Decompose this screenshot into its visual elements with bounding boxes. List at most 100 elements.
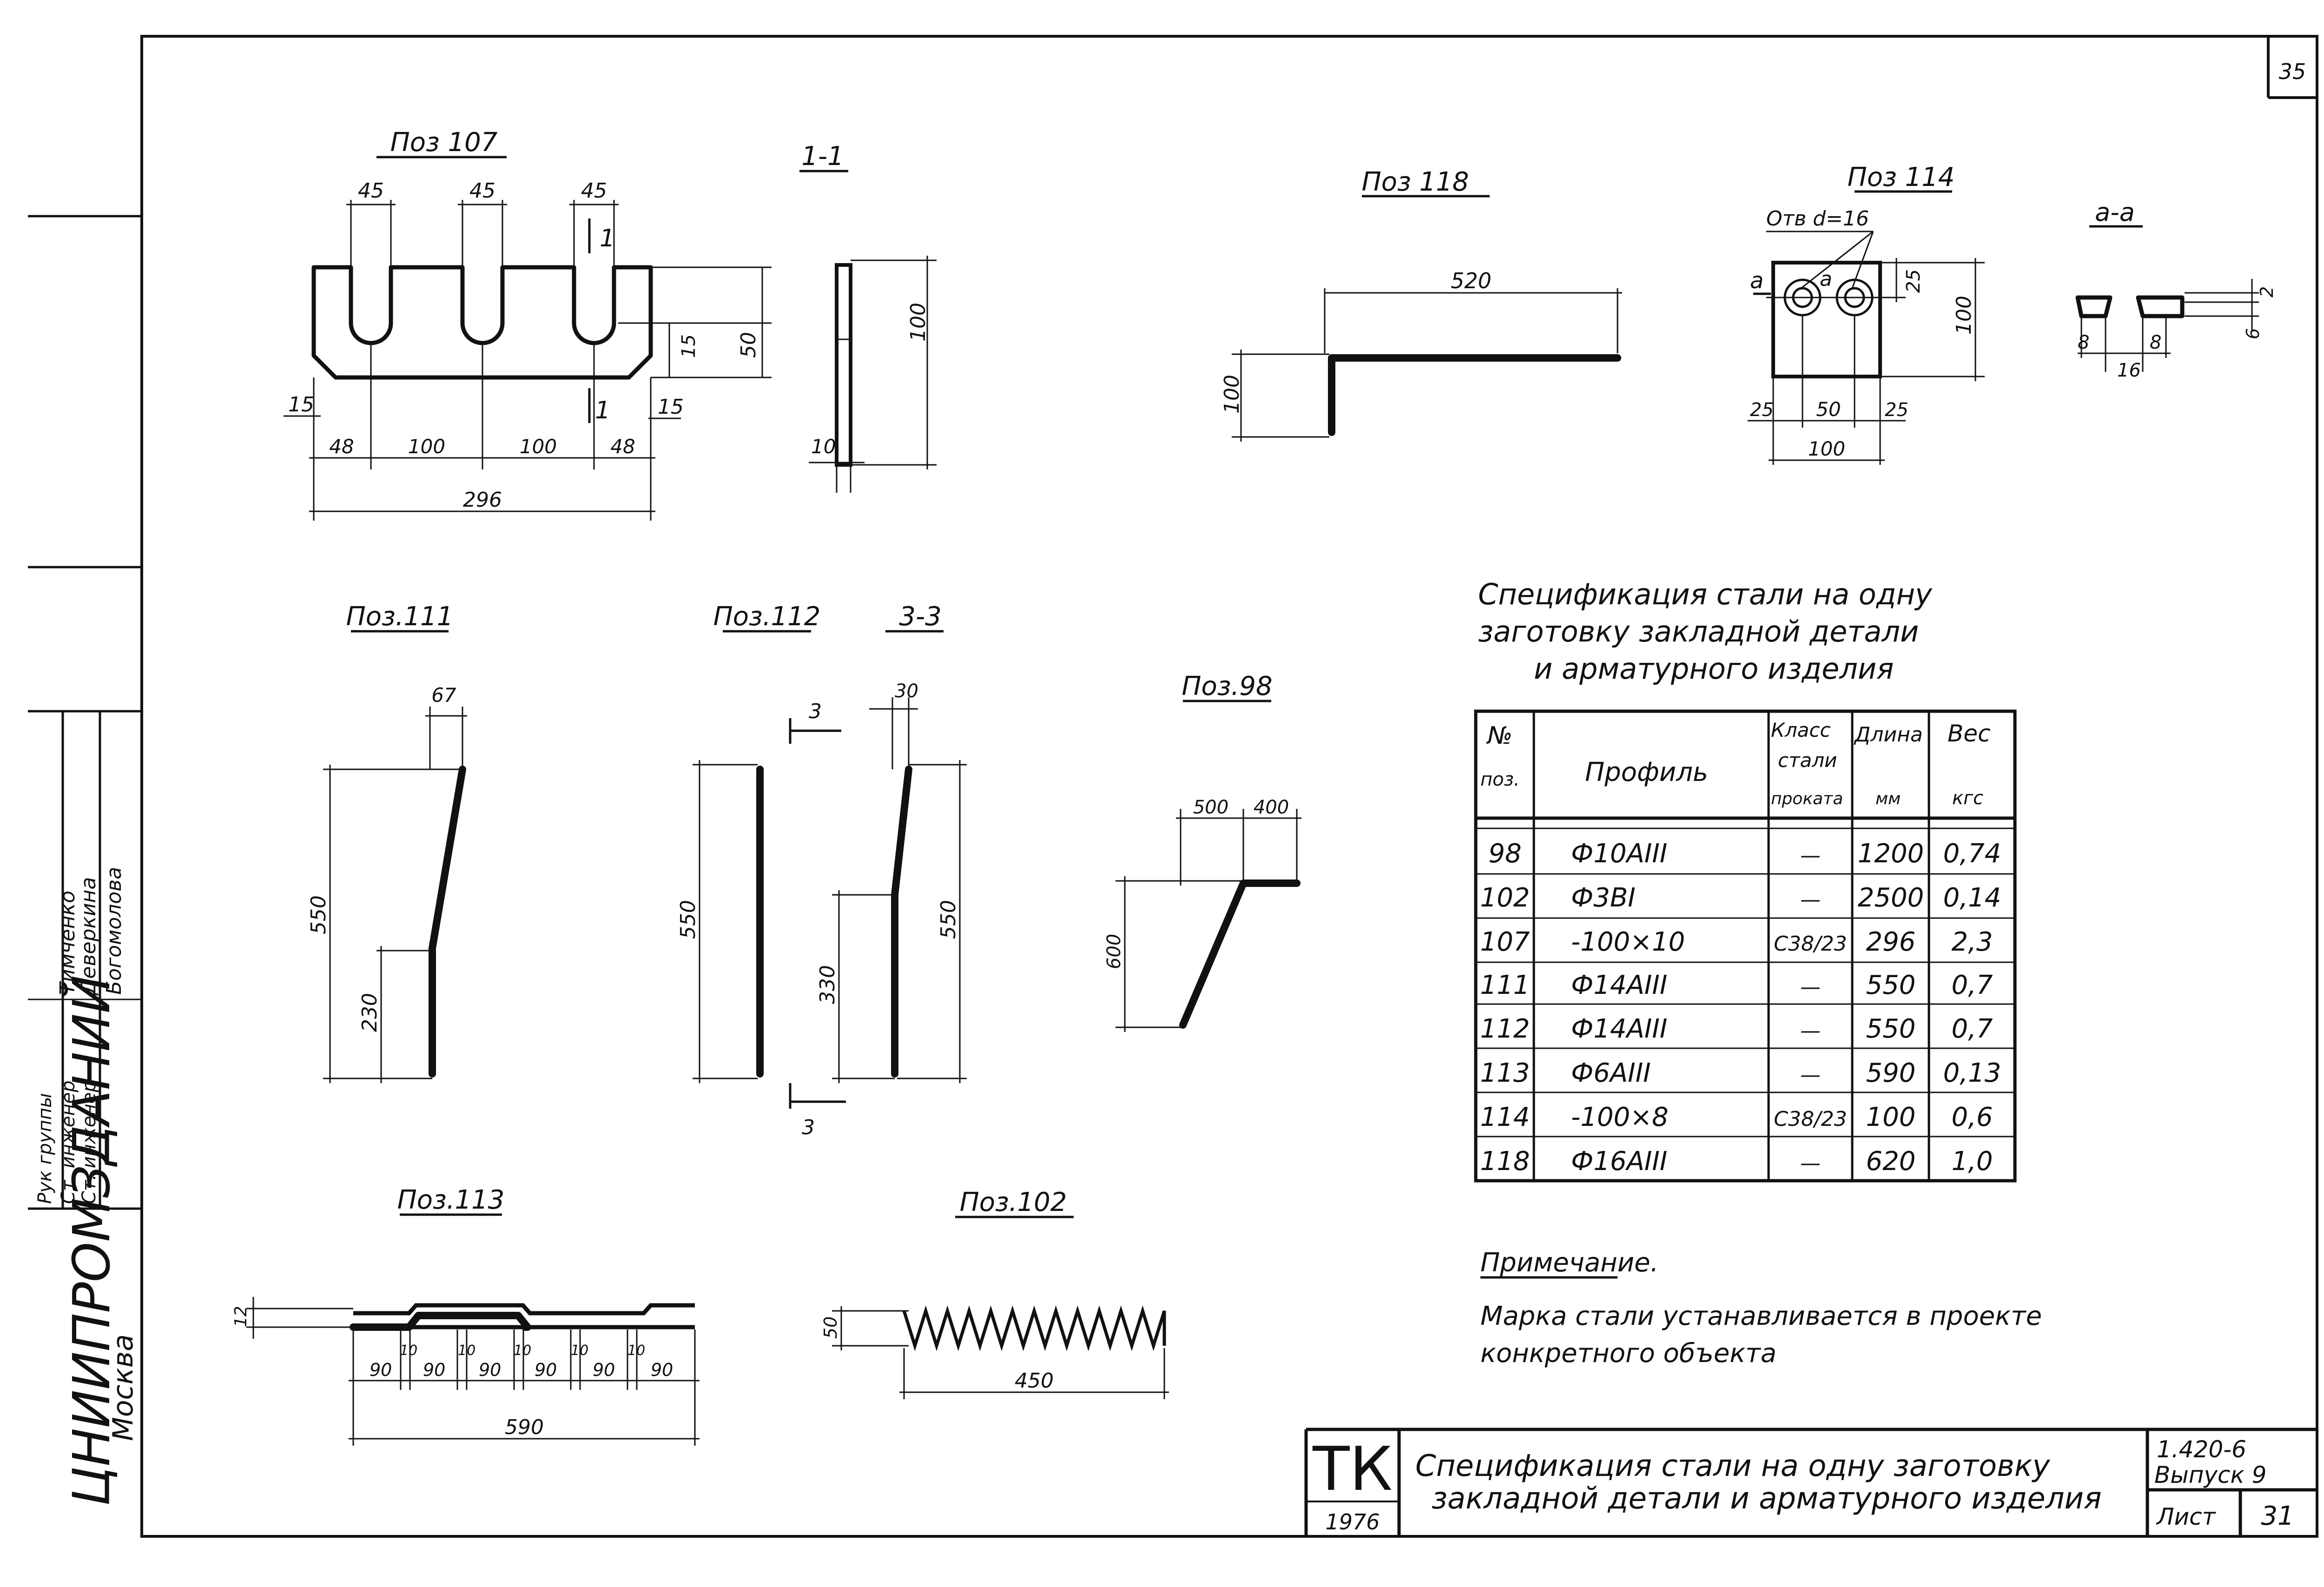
- poz111-bar: [429, 766, 466, 1078]
- drawing-poz102: Поз.102 50 450: [820, 1187, 1169, 1399]
- poz112-section-mark-bottom: 3: [802, 1116, 815, 1139]
- note-line-2: конкретного объекта: [1480, 1338, 1776, 1369]
- section-3-3-dim-550: 550: [937, 900, 960, 939]
- spec-cell-class: —: [1800, 1063, 1821, 1087]
- spec-header-class-1: Класс: [1771, 719, 1831, 741]
- spec-cell-num: 98: [1488, 839, 1521, 869]
- poz98-dim-400: 400: [1254, 797, 1289, 818]
- poz107-dim-50: 50: [737, 332, 760, 358]
- drawing-section-3-3: 3-3 30 330 550: [816, 602, 967, 1083]
- title-block-title-line-2: закладной детали и арматурного изделия: [1432, 1481, 2102, 1516]
- poz107-dim-slot-1: 45: [358, 179, 384, 203]
- spec-cell-class: С38/23: [1774, 1107, 1847, 1131]
- spec-cell-num: 107: [1480, 927, 1530, 957]
- spec-cell-profile: -100×8: [1571, 1102, 1669, 1132]
- spec-title-line-2: заготовку закладной детали: [1478, 615, 1919, 648]
- section-3-3-title: 3-3: [899, 602, 941, 632]
- poz111-dim-67: 67: [431, 684, 456, 707]
- poz113-dim-10-3: 10: [514, 1342, 531, 1359]
- poz107-dim-100-a: 100: [408, 435, 445, 458]
- drawing-poz98: Поз.98 500 400 600: [1103, 671, 1301, 1032]
- poz113-dim-90-2: 90: [423, 1360, 445, 1380]
- poz107-section-mark-top: 1: [600, 225, 615, 252]
- spec-cell-num: 102: [1480, 883, 1530, 913]
- poz118-dim-100: 100: [1220, 375, 1244, 414]
- section-a-a-title: a-a: [2095, 198, 2135, 227]
- section-1-1-title: 1-1: [801, 141, 844, 172]
- poz113-dim-10-1: 10: [400, 1342, 417, 1359]
- spec-cell-num: 118: [1480, 1146, 1530, 1177]
- spec-cell-class: —: [1800, 1151, 1821, 1175]
- poz107-dim-100-b: 100: [520, 435, 557, 458]
- poz102-title: Поз.102: [960, 1187, 1067, 1217]
- poz107-dim-slot-3: 45: [581, 179, 607, 203]
- spec-cell-length: 590: [1866, 1058, 1916, 1088]
- poz98-dim-500: 500: [1193, 797, 1228, 818]
- spec-cell-length: 100: [1866, 1102, 1916, 1132]
- poz111-dim-230: 230: [358, 993, 382, 1032]
- spec-cell-profile: Ф14АIII: [1571, 1014, 1667, 1044]
- poz107-dim-15-right: 15: [678, 334, 700, 358]
- spec-cell-profile: Ф14АIII: [1571, 970, 1667, 1000]
- poz113-dim-90-1: 90: [370, 1360, 392, 1380]
- side-stamp-role-3: Ст. инженер: [79, 1080, 100, 1204]
- spec-cell-weight: 0,14: [1943, 883, 2001, 913]
- spec-cell-weight: 0,6: [1951, 1102, 1993, 1132]
- spec-cell-profile: Ф3ВI: [1571, 883, 1636, 913]
- poz118-title: Поз 118: [1362, 167, 1469, 197]
- poz107-dim-48-right: 48: [610, 435, 635, 458]
- note-heading: Примечание.: [1480, 1248, 1658, 1278]
- title-block-year: 1976: [1325, 1509, 1380, 1534]
- poz107-dim-296: 296: [463, 488, 502, 512]
- spec-cell-weight: 2,3: [1951, 927, 1993, 957]
- poz107-dim-15-left: 15: [288, 393, 314, 417]
- poz102-dim-50: 50: [820, 1316, 841, 1339]
- section-a-a-dim-8-left: 8: [2078, 332, 2089, 353]
- section-1-1-dim-100: 100: [906, 303, 930, 342]
- section-3-3-dim-30: 30: [895, 681, 918, 702]
- spec-header-weight-2: кгс: [1952, 787, 1983, 809]
- spec-cell-length: 550: [1866, 1014, 1916, 1044]
- section-a-a-right-half: [2136, 295, 2185, 318]
- poz98-dim-600: 600: [1103, 934, 1125, 969]
- poz102-spring: [902, 1305, 1166, 1351]
- spec-cell-weight: 1,0: [1951, 1146, 1993, 1177]
- spec-header-num-2: поз.: [1480, 769, 1520, 790]
- poz102-dim-450: 450: [1015, 1369, 1054, 1393]
- spec-header-profile: Профиль: [1585, 757, 1708, 787]
- spec-header-class-2: стали: [1778, 749, 1837, 772]
- spec-cell-weight: 0,13: [1943, 1058, 2001, 1088]
- poz113-dim-10-4: 10: [571, 1342, 588, 1359]
- side-stamp-city: Москва: [107, 1334, 139, 1441]
- spec-cell-num: 112: [1480, 1014, 1530, 1044]
- side-stamp-org: ЦНИИПРОМЗДАНИЙ: [61, 975, 121, 1506]
- spec-header-length-1: Длина: [1854, 723, 1923, 747]
- poz107-title: Поз 107: [390, 127, 498, 158]
- side-stamp-role-2: Ст. инженер: [58, 1080, 79, 1204]
- poz114-mark-a-left: a: [1750, 268, 1763, 294]
- spec-title-line-3: и арматурного изделия: [1534, 652, 1894, 686]
- poz114-dim-25-right: 25: [1885, 399, 1908, 421]
- poz114-dim-25-left: 25: [1750, 399, 1774, 421]
- section-3-3-dim-330: 330: [816, 965, 839, 1004]
- poz98-bar: [1179, 879, 1301, 1029]
- section-1-1-bar: [835, 263, 852, 467]
- title-block-sheet-number: 31: [2261, 1501, 2294, 1531]
- poz107-section-mark-bottom: 1: [595, 397, 610, 424]
- section-a-a-dim-16: 16: [2117, 360, 2141, 381]
- poz107-dim-48-left: 48: [329, 435, 354, 458]
- spec-cell-class: —: [1800, 975, 1821, 999]
- spec-cell-length: 1200: [1858, 839, 1924, 869]
- poz112-title: Поз.112: [713, 602, 821, 632]
- poz111-title: Поз.111: [346, 602, 454, 632]
- drawing-poz118: Поз 118 520 100: [1220, 167, 1622, 442]
- spec-cell-num: 113: [1480, 1058, 1530, 1088]
- poz114-dim-100-h: 100: [1808, 437, 1845, 460]
- spec-title-line-1: Спецификация стали на одну: [1478, 577, 1933, 611]
